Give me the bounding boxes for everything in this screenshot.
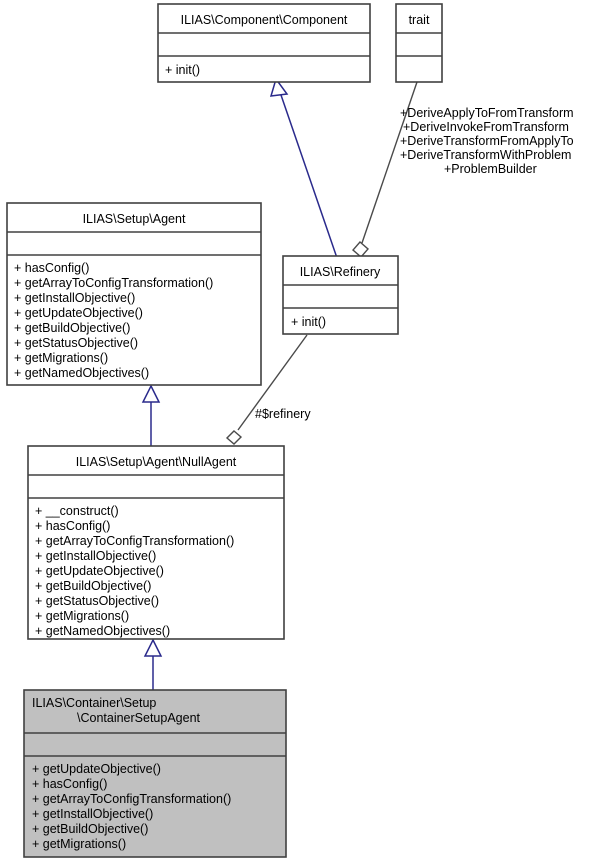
trait-member-4: +ProblemBuilder bbox=[444, 162, 537, 176]
class-method-container-setup-agent-3: + getInstallObjective() bbox=[32, 807, 153, 821]
class-method-null-agent-3: + getInstallObjective() bbox=[35, 549, 156, 563]
class-title-null-agent: ILIAS\Setup\Agent\NullAgent bbox=[76, 455, 237, 469]
edge-refinery-to-null-agent: #$refinery bbox=[225, 334, 311, 445]
class-method-container-setup-agent-0: + getUpdateObjective() bbox=[32, 762, 161, 776]
class-title-refinery: ILIAS\Refinery bbox=[300, 265, 381, 279]
class-title-container-setup-agent-line1: ILIAS\Container\Setup bbox=[32, 696, 156, 710]
class-method-component-0: + init() bbox=[165, 63, 200, 77]
edge-refinery-to-component bbox=[269, 77, 338, 259]
trait-member-1: +DeriveInvokeFromTransform bbox=[403, 120, 569, 134]
class-method-agent-1: + getArrayToConfigTransformation() bbox=[14, 276, 213, 290]
class-box-refinery[interactable]: ILIAS\Refinery + init() bbox=[282, 255, 399, 335]
class-title-container-setup-agent-line2: \ContainerSetupAgent bbox=[77, 711, 201, 725]
trait-member-2: +DeriveTransformFromApplyTo bbox=[400, 134, 574, 148]
trait-member-3: +DeriveTransformWithProblem bbox=[400, 148, 571, 162]
class-method-container-setup-agent-1: + hasConfig() bbox=[32, 777, 107, 791]
class-method-container-setup-agent-5: + getMigrations() bbox=[32, 837, 126, 851]
class-title-component: ILIAS\Component\Component bbox=[181, 13, 348, 27]
class-method-container-setup-agent-2: + getArrayToConfigTransformation() bbox=[32, 792, 231, 806]
class-method-agent-6: + getMigrations() bbox=[14, 351, 108, 365]
class-box-null-agent[interactable]: ILIAS\Setup\Agent\NullAgent + __construc… bbox=[27, 445, 285, 640]
class-method-agent-0: + hasConfig() bbox=[14, 261, 89, 275]
edge-container-setup-agent-to-null-agent bbox=[143, 638, 163, 690]
class-method-agent-2: + getInstallObjective() bbox=[14, 291, 135, 305]
class-method-agent-5: + getStatusObjective() bbox=[14, 336, 138, 350]
class-method-refinery-0: + init() bbox=[291, 315, 326, 329]
class-box-component[interactable]: ILIAS\Component\Component + init() bbox=[157, 3, 371, 83]
class-box-trait[interactable]: trait bbox=[395, 3, 443, 83]
class-method-null-agent-6: + getStatusObjective() bbox=[35, 594, 159, 608]
class-method-null-agent-8: + getNamedObjectives() bbox=[35, 624, 170, 638]
class-method-null-agent-2: + getArrayToConfigTransformation() bbox=[35, 534, 234, 548]
class-method-agent-4: + getBuildObjective() bbox=[14, 321, 130, 335]
edge-label-refinery: #$refinery bbox=[255, 407, 311, 421]
class-title-agent: ILIAS\Setup\Agent bbox=[83, 212, 186, 226]
class-method-agent-7: + getNamedObjectives() bbox=[14, 366, 149, 380]
class-title-trait: trait bbox=[409, 13, 430, 27]
edge-null-agent-to-agent bbox=[141, 384, 161, 446]
class-method-null-agent-7: + getMigrations() bbox=[35, 609, 129, 623]
trait-member-list: +DeriveApplyToFromTransform +DeriveInvok… bbox=[400, 106, 574, 176]
class-method-null-agent-1: + hasConfig() bbox=[35, 519, 110, 533]
class-box-agent[interactable]: ILIAS\Setup\Agent + hasConfig() + getArr… bbox=[6, 202, 262, 386]
class-method-container-setup-agent-4: + getBuildObjective() bbox=[32, 822, 148, 836]
class-method-agent-3: + getUpdateObjective() bbox=[14, 306, 143, 320]
trait-member-0: +DeriveApplyToFromTransform bbox=[400, 106, 574, 120]
class-method-null-agent-4: + getUpdateObjective() bbox=[35, 564, 164, 578]
class-box-container-setup-agent[interactable]: ILIAS\Container\Setup \ContainerSetupAge… bbox=[23, 689, 287, 858]
class-method-null-agent-5: + getBuildObjective() bbox=[35, 579, 151, 593]
class-method-null-agent-0: + __construct() bbox=[35, 504, 119, 518]
